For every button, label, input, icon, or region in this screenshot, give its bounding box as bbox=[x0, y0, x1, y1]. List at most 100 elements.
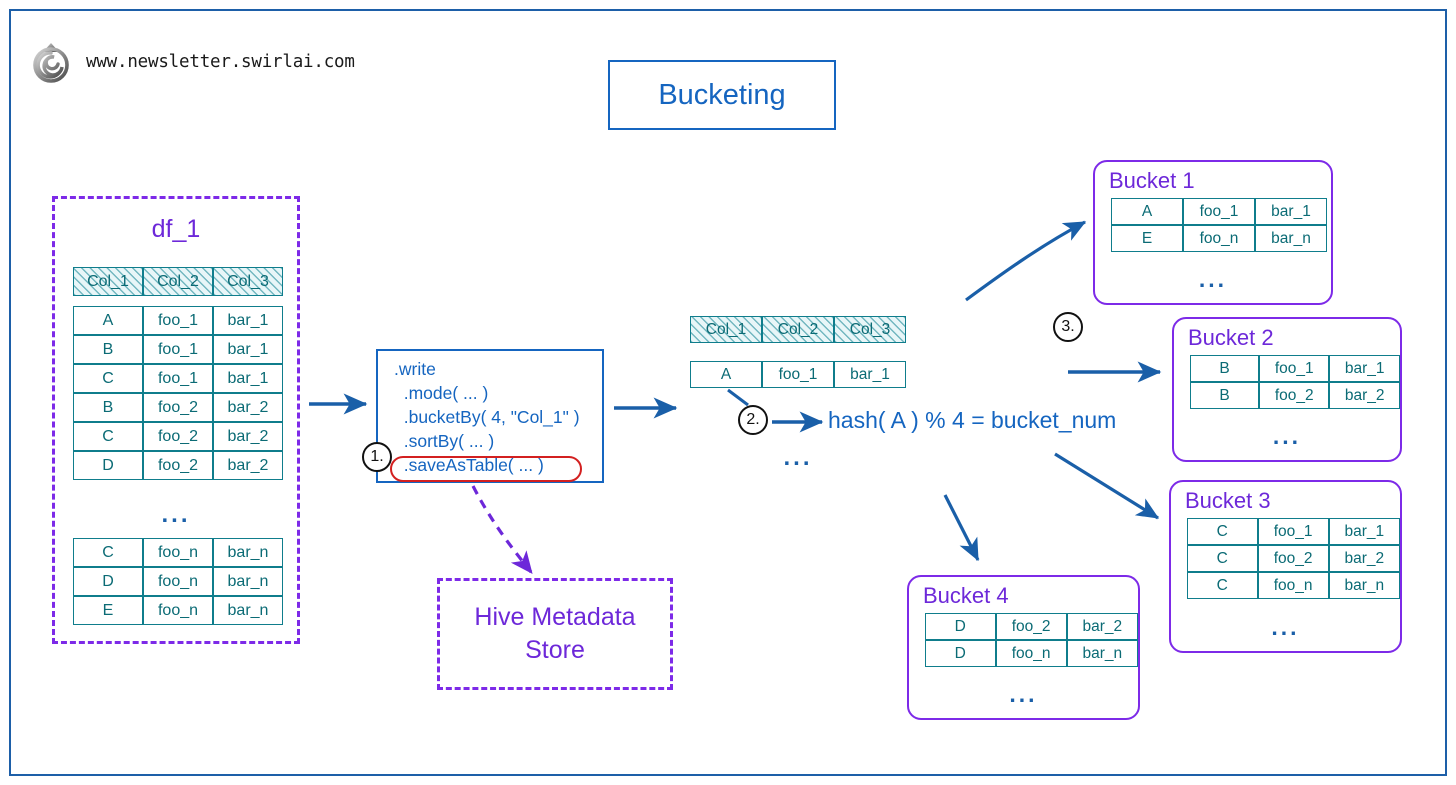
bucket-table: C foo_1 bar_1 C foo_2 bar_2 C foo_n bar_… bbox=[1187, 518, 1400, 599]
code-text: .write .mode( ... ) .bucketBy( 4, "Col_1… bbox=[394, 359, 580, 475]
table-row: C foo_2 bar_2 bbox=[73, 422, 283, 451]
cell: foo_2 bbox=[143, 422, 213, 451]
table-row: A foo_1 bar_1 bbox=[1111, 198, 1327, 225]
cell: foo_1 bbox=[1257, 518, 1329, 545]
cell: bar_1 bbox=[1329, 355, 1400, 382]
cell: A bbox=[1111, 198, 1183, 225]
cell: bar_1 bbox=[1255, 198, 1327, 225]
code-block: .write .mode( ... ) .bucketBy( 4, "Col_1… bbox=[376, 349, 604, 483]
cell: B bbox=[1190, 355, 1259, 382]
cell: foo_1 bbox=[1258, 355, 1330, 382]
cell: bar_2 bbox=[1066, 613, 1138, 640]
cell: foo_n bbox=[1257, 572, 1329, 599]
table-row: E foo_n bar_n bbox=[1111, 225, 1327, 252]
cell: bar_2 bbox=[213, 422, 283, 451]
cell: bar_2 bbox=[1329, 382, 1400, 409]
bucket-ellipsis: ... bbox=[1271, 614, 1300, 640]
table-header-row: Col_1 Col_2 Col_3 bbox=[73, 267, 283, 296]
cell: foo_2 bbox=[995, 613, 1067, 640]
cell: bar_n bbox=[213, 567, 283, 596]
dataframe-name: df_1 bbox=[151, 215, 201, 243]
bucket-title: Bucket 2 bbox=[1188, 325, 1274, 350]
brand-url: www.newsletter.swirlai.com bbox=[86, 52, 355, 72]
table-row: B foo_1 bar_1 bbox=[73, 335, 283, 364]
cell: D bbox=[925, 640, 996, 667]
cell: foo_1 bbox=[143, 335, 213, 364]
step-marker-3: 3. bbox=[1053, 312, 1083, 342]
cell: C bbox=[1187, 518, 1258, 545]
page-title: Bucketing bbox=[658, 78, 786, 111]
cell: foo_1 bbox=[1183, 198, 1255, 225]
cell: A bbox=[690, 361, 762, 388]
cell: E bbox=[1111, 225, 1183, 252]
middle-record-ellipsis: ... bbox=[783, 444, 813, 471]
cell: bar_1 bbox=[1328, 518, 1400, 545]
cell: bar_n bbox=[213, 596, 283, 625]
cell: E bbox=[73, 596, 143, 625]
bucket-ellipsis: ... bbox=[1272, 423, 1302, 449]
table-row: A foo_1 bar_1 bbox=[73, 306, 283, 335]
row-spacer bbox=[73, 296, 283, 306]
cell: C bbox=[73, 364, 143, 393]
table-row: B foo_2 bar_2 bbox=[1190, 382, 1400, 409]
column-header: Col_2 bbox=[762, 316, 834, 343]
bucket-4: Bucket 4 D foo_2 bar_2 D foo_n bar_n ... bbox=[907, 575, 1140, 720]
cell: bar_n bbox=[213, 538, 283, 567]
cell: A bbox=[73, 306, 143, 335]
table-row: C foo_n bar_n bbox=[73, 538, 283, 567]
cell: bar_n bbox=[1255, 225, 1327, 252]
cell: C bbox=[1187, 545, 1258, 572]
column-header: Col_3 bbox=[834, 316, 906, 343]
cell: B bbox=[73, 393, 143, 422]
cell: foo_n bbox=[143, 596, 213, 625]
dataframe-container: df_1 Col_1 Col_2 Col_3 A foo_1 bar_1 B f… bbox=[52, 196, 300, 644]
cell: D bbox=[925, 613, 996, 640]
cell: D bbox=[73, 451, 143, 480]
middle-record-header: Col_1 Col_2 Col_3 bbox=[690, 316, 906, 343]
cell: bar_2 bbox=[213, 393, 283, 422]
hash-expression: hash( A ) % 4 = bucket_num bbox=[828, 407, 1117, 433]
cell: bar_1 bbox=[213, 306, 283, 335]
bucket-title: Bucket 1 bbox=[1109, 168, 1195, 193]
table-row: E foo_n bar_n bbox=[73, 596, 283, 625]
bucket-title: Bucket 4 bbox=[923, 583, 1009, 608]
table-row: D foo_n bar_n bbox=[925, 640, 1138, 667]
step-marker-1: 1. bbox=[362, 442, 392, 472]
bucket-2: Bucket 2 B foo_1 bar_1 B foo_2 bar_2 ... bbox=[1172, 317, 1402, 462]
cell: bar_1 bbox=[834, 361, 906, 388]
cell: foo_1 bbox=[762, 361, 834, 388]
table-row: A foo_1 bar_1 bbox=[690, 361, 906, 388]
cell: bar_1 bbox=[213, 335, 283, 364]
cell: bar_n bbox=[1328, 572, 1400, 599]
bucket-ellipsis: ... bbox=[1009, 681, 1038, 707]
table-row: C foo_1 bar_1 bbox=[1187, 518, 1400, 545]
table-row: C foo_2 bar_2 bbox=[1187, 545, 1400, 572]
bucket-3: Bucket 3 C foo_1 bar_1 C foo_2 bar_2 C f… bbox=[1169, 480, 1402, 653]
cell: foo_n bbox=[143, 567, 213, 596]
cell: foo_2 bbox=[1257, 545, 1329, 572]
cell: bar_n bbox=[1066, 640, 1138, 667]
column-header: Col_3 bbox=[213, 267, 283, 296]
cell: foo_1 bbox=[143, 306, 213, 335]
bucket-1: Bucket 1 A foo_1 bar_1 E foo_n bar_n ... bbox=[1093, 160, 1333, 305]
cell: foo_2 bbox=[1258, 382, 1330, 409]
title-box: Bucketing bbox=[608, 60, 836, 130]
spiral-logo-icon bbox=[33, 43, 69, 83]
table-header-row: Col_1 Col_2 Col_3 bbox=[690, 316, 906, 343]
bucket-table: D foo_2 bar_2 D foo_n bar_n bbox=[925, 613, 1138, 667]
cell: bar_2 bbox=[213, 451, 283, 480]
dataframe-table-bottom: C foo_n bar_n D foo_n bar_n E foo_n bar_… bbox=[73, 538, 283, 625]
brand: www.newsletter.swirlai.com bbox=[30, 39, 355, 85]
bucket-table: A foo_1 bar_1 E foo_n bar_n bbox=[1111, 198, 1327, 252]
table-row: D foo_n bar_n bbox=[73, 567, 283, 596]
cell: D bbox=[73, 567, 143, 596]
table-row: B foo_2 bar_2 bbox=[73, 393, 283, 422]
dataframe-ellipsis: ... bbox=[161, 501, 191, 528]
bucket-title: Bucket 3 bbox=[1185, 488, 1271, 513]
cell: B bbox=[73, 335, 143, 364]
step-marker-2: 2. bbox=[738, 405, 768, 435]
cell: foo_n bbox=[143, 538, 213, 567]
